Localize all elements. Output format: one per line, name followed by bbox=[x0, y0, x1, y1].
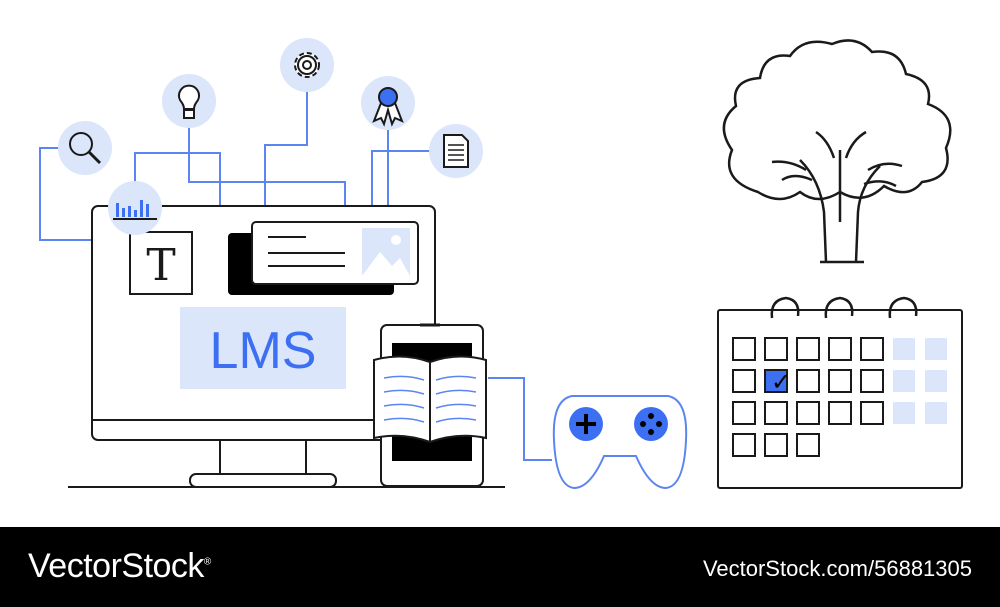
text-tile-glyph: T bbox=[146, 240, 175, 291]
calendar-day-cell bbox=[764, 369, 788, 393]
calendar-day-cell bbox=[893, 338, 915, 360]
calendar-day-cell bbox=[925, 370, 947, 392]
calendar-day-cell bbox=[893, 370, 915, 392]
calendar-day-cell bbox=[732, 369, 756, 393]
tree-icon bbox=[722, 39, 952, 264]
calendar-day-cell bbox=[860, 337, 884, 361]
content-card bbox=[228, 221, 419, 295]
search-icon bbox=[58, 121, 112, 175]
lightbulb-icon bbox=[162, 74, 216, 128]
calendar-day-cell bbox=[796, 433, 820, 457]
gamepad-icon bbox=[552, 395, 688, 490]
lms-badge-label: LMS bbox=[210, 322, 317, 380]
stock-id-link[interactable]: VectorStock.com/56881305 bbox=[702, 556, 972, 581]
calendar-day-cell bbox=[732, 337, 756, 361]
calendar-day-cell bbox=[893, 402, 915, 424]
footer-bar: VectorStock® VectorStock.com/56881305 bbox=[0, 527, 1000, 607]
calendar-day-cell bbox=[796, 369, 820, 393]
calendar-day-cell bbox=[860, 369, 884, 393]
calendar-grid bbox=[732, 337, 947, 457]
image-icon bbox=[362, 228, 410, 276]
gear-icon bbox=[280, 38, 334, 92]
calendar-day-cell bbox=[732, 433, 756, 457]
calendar-day-cell bbox=[925, 338, 947, 360]
text-tile: T bbox=[129, 231, 193, 295]
calendar-day-cell bbox=[925, 402, 947, 424]
calendar-day-cell bbox=[860, 401, 884, 425]
connector-lines bbox=[39, 92, 552, 461]
calendar-day-cell bbox=[796, 337, 820, 361]
calendar-day-cell bbox=[828, 369, 852, 393]
calendar-day-cell bbox=[764, 337, 788, 361]
lms-badge: LMS bbox=[180, 307, 346, 389]
calendar-day-cell bbox=[828, 337, 852, 361]
document-icon bbox=[429, 124, 483, 178]
open-book-icon bbox=[373, 355, 487, 444]
brand-logo[interactable]: VectorStock® bbox=[28, 547, 211, 586]
calendar-day-cell bbox=[796, 401, 820, 425]
award-ribbon-icon bbox=[361, 76, 415, 130]
calendar-day-cell bbox=[828, 401, 852, 425]
calendar-icon: ✓ bbox=[717, 296, 963, 489]
registered-mark: ® bbox=[203, 556, 211, 568]
calendar-day-cell bbox=[764, 433, 788, 457]
bar-chart-icon bbox=[108, 181, 162, 235]
brand-name: VectorStock bbox=[28, 547, 204, 585]
calendar-check-mark: ✓ bbox=[771, 368, 791, 396]
lms-illustration: T LMS bbox=[39, 38, 963, 490]
calendar-day-cell bbox=[764, 401, 788, 425]
calendar-day-cell bbox=[732, 401, 756, 425]
